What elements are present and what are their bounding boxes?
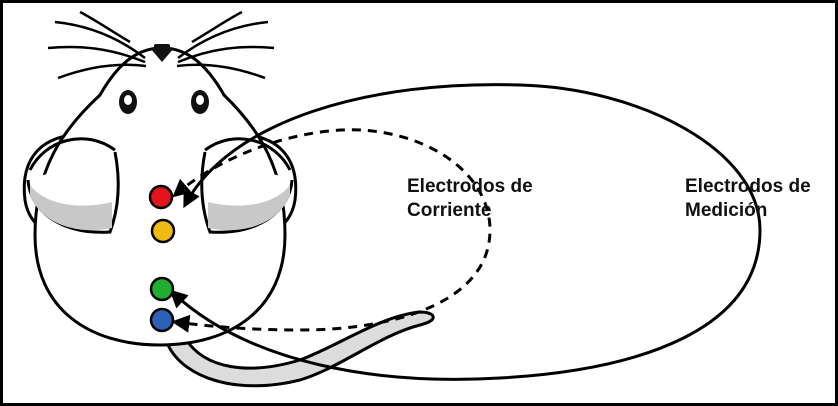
electrode-green	[151, 278, 173, 300]
electrode-yellow	[152, 220, 174, 242]
electrode-red	[150, 186, 172, 208]
measurement-label-line1: Electrodos de	[685, 176, 811, 197]
current-label-line2: Corriente	[407, 200, 491, 221]
measurement-label-line2: Medición	[685, 200, 767, 221]
current-label-line1: Electrodos de	[407, 176, 533, 197]
electrode-blue	[151, 309, 173, 331]
